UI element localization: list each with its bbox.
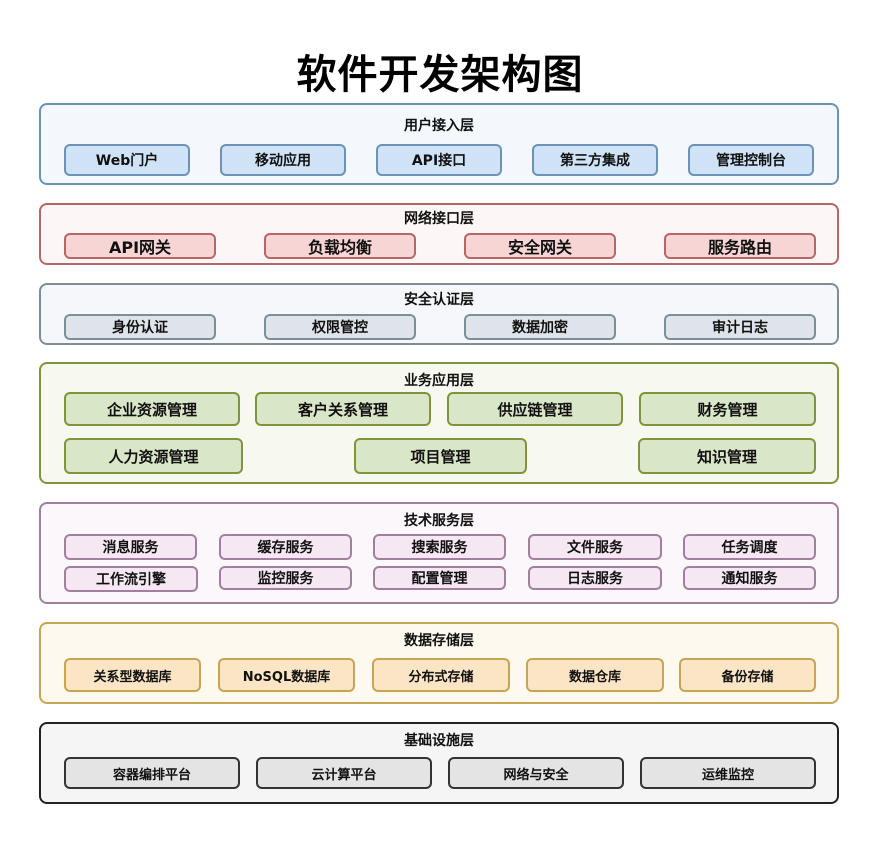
erp-box: 企业资源管理 — [64, 392, 240, 426]
web-portal-box: Web门户 — [64, 144, 190, 176]
load-balancer-box: 负载均衡 — [264, 233, 416, 259]
hr-box: 人力资源管理 — [64, 438, 243, 474]
nosql-db-box: NoSQL数据库 — [218, 658, 355, 692]
audit-log-box: 审计日志 — [664, 314, 816, 340]
admin-console-box: 管理控制台 — [688, 144, 814, 176]
identity-auth-box: 身份认证 — [64, 314, 216, 340]
container-orchestration-box: 容器编排平台 — [64, 757, 240, 789]
business-application-layer: 业务应用层 企业资源管理 客户关系管理 供应链管理 财务管理 人力资源管理 项目… — [39, 362, 839, 484]
relational-db-box: 关系型数据库 — [64, 658, 201, 692]
api-interface-box: API接口 — [376, 144, 502, 176]
security-gateway-box: 安全网关 — [464, 233, 616, 259]
cloud-computing-box: 云计算平台 — [256, 757, 432, 789]
layer-title: 网络接口层 — [404, 211, 474, 227]
data-warehouse-box: 数据仓库 — [526, 658, 664, 692]
third-party-box: 第三方集成 — [532, 144, 658, 176]
technical-service-layer: 技术服务层 消息服务 缓存服务 搜索服务 文件服务 任务调度 工作流引擎 监控服… — [39, 502, 839, 604]
config-management-box: 配置管理 — [373, 566, 506, 590]
network-interface-layer: 网络接口层 API网关 负载均衡 安全网关 服务路由 — [39, 203, 839, 265]
permission-control-box: 权限管控 — [264, 314, 416, 340]
search-service-box: 搜索服务 — [373, 534, 506, 560]
project-box: 项目管理 — [354, 438, 527, 474]
workflow-engine-box: 工作流引擎 — [64, 566, 198, 592]
finance-box: 财务管理 — [639, 392, 816, 426]
mobile-app-box: 移动应用 — [220, 144, 346, 176]
notification-service-box: 通知服务 — [683, 566, 816, 590]
monitoring-service-box: 监控服务 — [219, 566, 352, 590]
network-security-box: 网络与安全 — [448, 757, 624, 789]
data-storage-layer: 数据存储层 关系型数据库 NoSQL数据库 分布式存储 数据仓库 备份存储 — [39, 622, 839, 704]
layer-title: 安全认证层 — [404, 292, 474, 308]
layer-title: 用户接入层 — [404, 118, 474, 134]
crm-box: 客户关系管理 — [255, 392, 431, 426]
ops-monitoring-box: 运维监控 — [640, 757, 816, 789]
service-routing-box: 服务路由 — [664, 233, 816, 259]
layer-title: 业务应用层 — [404, 373, 474, 389]
layer-title: 数据存储层 — [404, 633, 474, 649]
distributed-storage-box: 分布式存储 — [372, 658, 510, 692]
api-gateway-box: API网关 — [64, 233, 216, 259]
layer-title: 技术服务层 — [404, 513, 474, 529]
task-scheduling-box: 任务调度 — [683, 534, 816, 560]
user-access-layer: 用户接入层 Web门户 移动应用 API接口 第三方集成 管理控制台 — [39, 103, 839, 185]
layer-title: 基础设施层 — [404, 733, 474, 749]
file-service-box: 文件服务 — [528, 534, 662, 560]
log-service-box: 日志服务 — [528, 566, 662, 590]
infrastructure-layer: 基础设施层 容器编排平台 云计算平台 网络与安全 运维监控 — [39, 722, 839, 804]
diagram-title: 软件开发架构图 — [296, 52, 584, 98]
knowledge-box: 知识管理 — [638, 438, 816, 474]
message-service-box: 消息服务 — [64, 534, 197, 560]
scm-box: 供应链管理 — [447, 392, 623, 426]
security-auth-layer: 安全认证层 身份认证 权限管控 数据加密 审计日志 — [39, 283, 839, 345]
backup-storage-box: 备份存储 — [679, 658, 816, 692]
cache-service-box: 缓存服务 — [219, 534, 352, 560]
data-encryption-box: 数据加密 — [464, 314, 616, 340]
